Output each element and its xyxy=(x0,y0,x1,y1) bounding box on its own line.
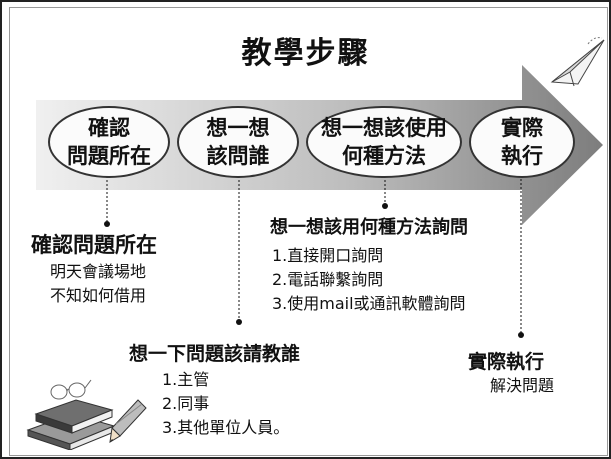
confirm-heading: 確認問題所在 xyxy=(31,233,157,257)
books-icon xyxy=(26,399,116,450)
execute-line: 解決問題 xyxy=(490,376,555,395)
step-label-line1: 想一想該使用 xyxy=(321,116,447,140)
step-label-line2: 問題所在 xyxy=(67,144,151,168)
connector-dot xyxy=(104,221,110,227)
who-line: 1.主管 xyxy=(162,370,210,389)
connector-dot xyxy=(382,203,388,209)
glasses-icon xyxy=(50,379,92,400)
step-label-line2: 何種方法 xyxy=(342,144,426,168)
method-heading: 想一想該用何種方法詢問 xyxy=(270,217,468,238)
who-line: 2.同事 xyxy=(162,394,210,413)
step-execute: 實際 執行 xyxy=(469,106,575,178)
execute-heading: 實際執行 xyxy=(468,351,545,373)
step-which-method: 想一想該使用 何種方法 xyxy=(306,106,462,178)
method-line: 3.使用mail或通訊軟體詢問 xyxy=(272,294,466,313)
page-title: 教學步驟 xyxy=(241,36,370,71)
method-line: 2.電話聯繫詢問 xyxy=(272,270,384,289)
step-confirm-problem: 確認 問題所在 xyxy=(48,106,170,178)
connector-dot xyxy=(236,319,242,325)
step-label-line2: 該問誰 xyxy=(206,144,270,168)
step-label-line2: 執行 xyxy=(501,144,543,168)
paper-airplane-icon xyxy=(550,37,605,87)
who-heading: 想一下問題該請教誰 xyxy=(129,343,301,365)
pencil-icon xyxy=(109,399,147,443)
confirm-line: 明天會議場地 xyxy=(50,262,147,281)
step-label-line1: 確認 xyxy=(88,116,130,140)
step-who-to-ask: 想一想 該問誰 xyxy=(177,106,299,178)
method-line: 1.直接開口詢問 xyxy=(272,246,384,265)
step-label-line1: 想一想 xyxy=(206,116,270,140)
who-line: 3.其他單位人員。 xyxy=(162,418,290,437)
confirm-line: 不知如何借用 xyxy=(50,286,147,305)
slide-page xyxy=(9,7,608,456)
connector-dot xyxy=(518,332,524,338)
step-label-line1: 實際 xyxy=(501,116,543,140)
